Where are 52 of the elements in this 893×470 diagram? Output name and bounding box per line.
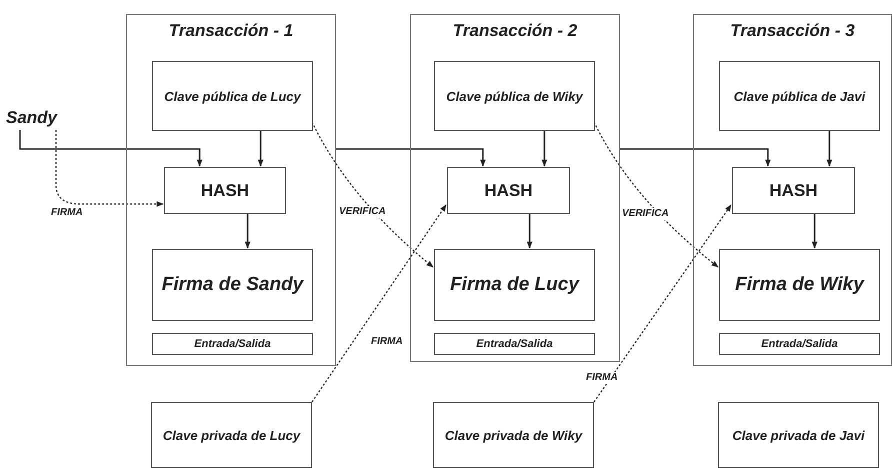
input-output-box: [434, 333, 595, 355]
private-key-label: Clave privada de Lucy: [162, 428, 300, 442]
hash-box: [164, 167, 286, 214]
hash-label: HASH: [484, 180, 533, 200]
input-output-box: [152, 333, 313, 355]
edge-label: VERIFICA: [621, 208, 670, 220]
signature-label: Firma de Sandy: [162, 274, 304, 296]
signature-box: [152, 249, 313, 321]
public-key-box: [719, 61, 880, 131]
public-key-label: Clave pública de Wiky: [446, 88, 583, 104]
signature-box: [434, 249, 595, 321]
public-key-label: Clave pública de Lucy: [164, 88, 301, 104]
edge-label: FIRMA: [585, 372, 619, 384]
arrow: [244, 213, 250, 249]
signature-label: Firma de Wiky: [735, 274, 864, 296]
input-output-label: Entrada/Salida: [194, 338, 271, 350]
transaction-panel: [410, 14, 620, 362]
input-output-label: Entrada/Salida: [476, 338, 553, 350]
input-output-box: [719, 333, 880, 355]
arrow: [526, 213, 532, 249]
dashed-arrow: [594, 204, 732, 402]
public-key-label: Clave pública de Javi: [734, 88, 866, 104]
arrow: [336, 148, 486, 167]
arrow: [542, 130, 548, 167]
dashed-arrow: [55, 130, 164, 207]
transaction-panel: [693, 14, 892, 366]
private-key-box: [718, 402, 879, 468]
public-key-box: [434, 61, 595, 131]
hash-box: [732, 167, 855, 214]
arrow: [620, 148, 771, 167]
transaction-title: Transacción - 3: [730, 21, 855, 41]
private-key-box: [151, 402, 312, 468]
signature-label: Firma de Lucy: [450, 274, 579, 296]
dashed-arrow: [312, 204, 446, 402]
hash-label: HASH: [769, 180, 818, 200]
transaction-panel: [126, 14, 336, 366]
hash-box: [447, 167, 570, 214]
arrow: [19, 130, 202, 167]
input-output-label: Entrada/Salida: [761, 338, 838, 350]
transaction-title: Transacción - 2: [452, 21, 578, 41]
sender-name: Sandy: [6, 108, 58, 128]
private-key-label: Clave privada de Wiky: [444, 428, 582, 442]
public-key-box: [152, 61, 313, 131]
arrow: [258, 130, 264, 167]
edge-label: VERIFICA: [338, 206, 387, 218]
hash-label: HASH: [200, 180, 250, 200]
private-key-box: [433, 402, 594, 468]
signature-box: [719, 249, 880, 321]
private-key-label: Clave privada de Javi: [732, 428, 865, 442]
arrow: [826, 130, 832, 167]
transaction-title: Transacción - 1: [168, 21, 294, 41]
arrow: [812, 213, 818, 249]
